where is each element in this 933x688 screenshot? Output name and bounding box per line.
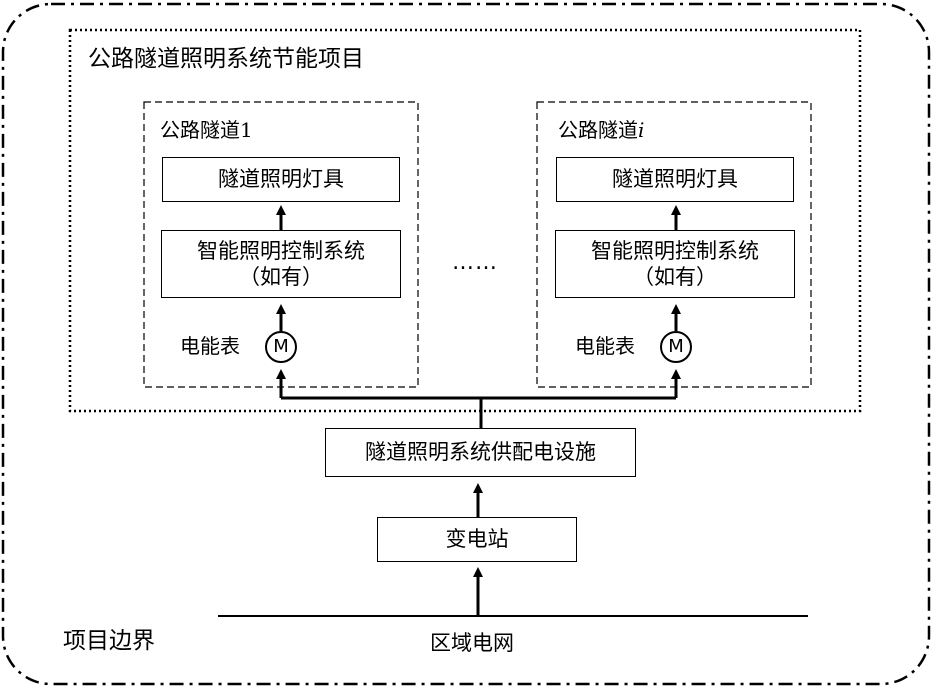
tunnel-1-lights-box: 隧道照明灯具 (162, 157, 400, 202)
tunnel-1-title-suffix: 1 (240, 118, 253, 142)
power-facility-label: 隧道照明系统供配电设施 (365, 440, 596, 465)
project-title: 公路隧道照明系统节能项目 (88, 46, 364, 72)
grid-label: 区域电网 (430, 631, 514, 655)
tunnel-i-lights-label: 隧道照明灯具 (612, 167, 738, 192)
tunnel-i-meter-label: 电能表 (575, 334, 635, 358)
meter-circle-1 (265, 331, 297, 363)
tunnel-1-lights-label: 隧道照明灯具 (218, 167, 344, 192)
tunnel-1-control-label-line2: （如有） (239, 265, 323, 289)
project-boundary-label: 项目边界 (63, 628, 155, 654)
meter-circle-i (660, 331, 692, 363)
tunnel-1-title: 公路隧道1 (160, 120, 253, 140)
tunnel-1-title-prefix: 公路隧道 (160, 118, 240, 142)
tunnel-i-lights-box: 隧道照明灯具 (556, 157, 794, 202)
tunnel-1-meter-symbol: M (273, 336, 289, 357)
substation-label: 变电站 (445, 527, 509, 552)
tunnel-i-meter-symbol: M (668, 336, 684, 357)
tunnel-i-control-label-line1: 智能照明控制系统 (591, 238, 759, 263)
tunnel-1-meter-label: 电能表 (180, 334, 240, 358)
power-facility-box: 隧道照明系统供配电设施 (325, 428, 636, 477)
tunnel-i-title-prefix: 公路隧道 (558, 118, 638, 142)
substation-box: 变电站 (377, 517, 577, 562)
tunnel-i-box-border (536, 101, 812, 388)
tunnel-1-control-label-line1: 智能照明控制系统 (197, 238, 365, 263)
tunnel-1-control-box: 智能照明控制系统 （如有） (161, 230, 401, 298)
tunnels-ellipsis: …… (452, 250, 498, 275)
tunnel-i-control-box: 智能照明控制系统 （如有） (555, 230, 795, 298)
tunnel-i-title-suffix: i (638, 118, 645, 142)
project-box-border (68, 28, 862, 413)
tunnel-i-title: 公路隧道i (558, 120, 644, 140)
tunnel-i-control-label-line2: （如有） (633, 265, 717, 289)
